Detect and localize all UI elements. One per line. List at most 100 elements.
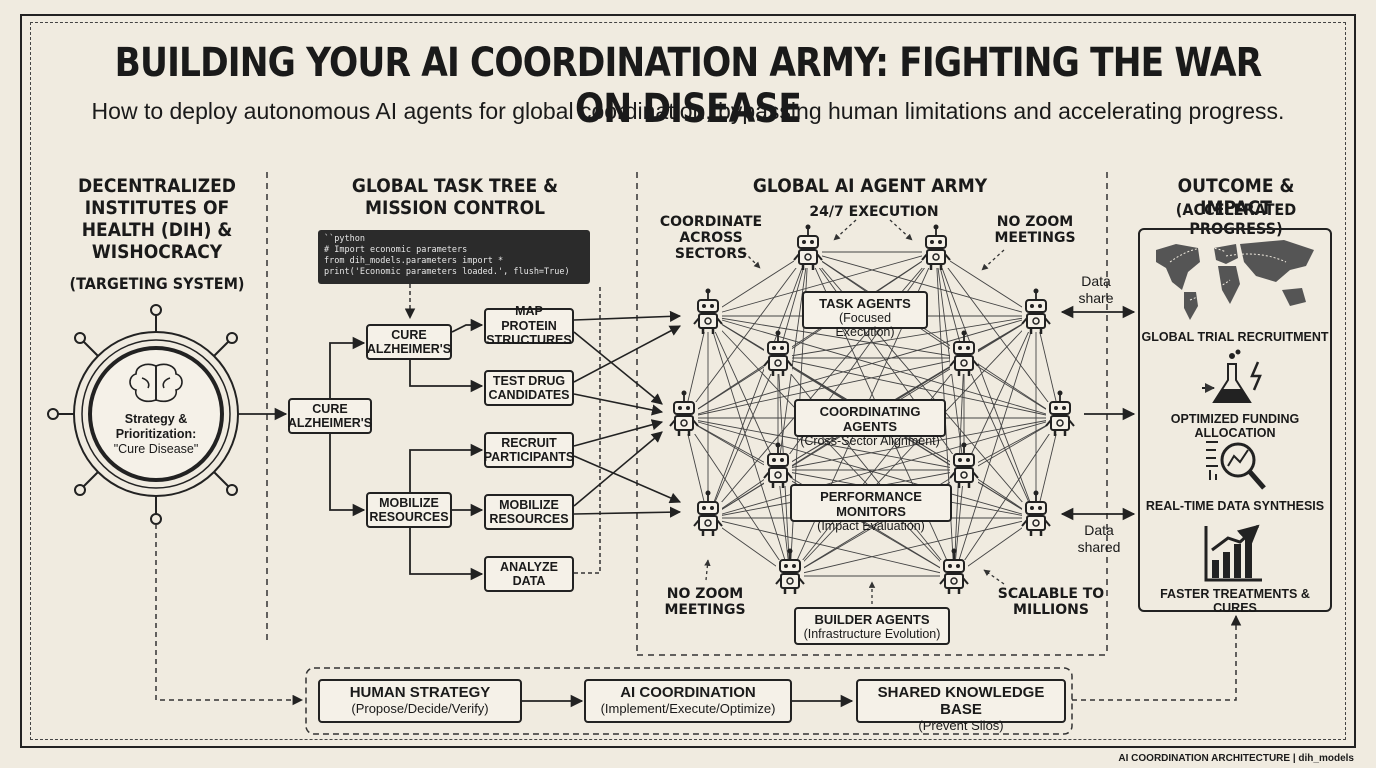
agent-link <box>707 315 955 577</box>
world-map-icon <box>1156 240 1314 320</box>
data-share-label: Data share <box>1078 273 1114 306</box>
strategy-text: Strategy & Prioritization: "Cure Disease… <box>100 412 212 457</box>
agent-link <box>952 469 965 577</box>
agent-link <box>707 251 809 317</box>
tree-leaf-node: MAP PROTEIN STRUCTURES <box>484 304 574 347</box>
label-scalable-to-millions: SCALABLE TO MILLIONS <box>997 586 1105 619</box>
agent-link <box>789 315 1037 577</box>
agent-link <box>777 357 1037 519</box>
agent-link <box>683 357 965 420</box>
agent-link <box>683 357 779 419</box>
page-subtitle: How to deploy autonomous AI agents for g… <box>91 98 1285 124</box>
code-snippet: ``python # Import economic parameters fr… <box>318 230 590 284</box>
shared-knowledge-box: SHARED KNOWLEDGE BASE (Prevent Silos) <box>856 679 1066 733</box>
agent-link <box>777 469 792 577</box>
performance-monitors-box: PERFORMANCE MONITORS (Impact Evaluation) <box>790 484 952 533</box>
agent-link <box>683 417 791 577</box>
flask-icon <box>1202 349 1262 403</box>
code-line: print('Economic parameters loaded.', flu… <box>324 267 570 277</box>
outcome-panel <box>1138 228 1332 612</box>
robot-icon <box>775 548 805 594</box>
agent-link <box>953 315 1037 577</box>
agent-link <box>707 251 937 318</box>
agent-link <box>683 251 809 419</box>
robot-icon <box>939 548 969 594</box>
builder-agents-box: BUILDER AGENTS (Infrastructure Evolution… <box>794 607 950 645</box>
agent-link <box>935 251 1037 317</box>
agent-link <box>953 417 1061 577</box>
inner-dashed-frame <box>30 22 1346 740</box>
tree-leaf-node: ANALYZE DATA <box>484 556 574 592</box>
agent-link <box>935 251 1037 519</box>
builder-agents-title: BUILDER AGENTS <box>814 612 930 627</box>
tree-leaf-node: MOBILIZE RESOURCES <box>484 494 574 530</box>
col4-heading: OUTCOME & IMPACT <box>1177 175 1295 219</box>
code-line: # Import economic parameters <box>324 245 468 255</box>
human-strategy-title: HUMAN STRATEGY <box>349 684 491 701</box>
outcome-item: OPTIMIZED FUNDING ALLOCATION <box>1170 412 1300 440</box>
robot-icon <box>1045 390 1075 436</box>
agent-link <box>777 357 1061 420</box>
agent-link <box>963 357 1037 519</box>
agent-link <box>707 417 1061 520</box>
agent-link <box>963 417 1061 471</box>
targeting-system <box>47 304 239 525</box>
outcome-item: REAL-TIME DATA SYNTHESIS <box>1145 499 1325 513</box>
strategy-line-3: "Cure Disease" <box>113 442 199 456</box>
task-agents-desc: (Focused Execution) <box>835 311 895 339</box>
performance-monitors-desc: (Impact Evaluation) <box>817 519 925 533</box>
agent-link <box>707 251 809 519</box>
agent-link <box>807 251 1061 419</box>
data-shared-label: Data shared <box>1077 522 1121 555</box>
shared-knowledge-desc: (Prevent Silos) <box>918 718 1004 733</box>
agent-link <box>789 357 965 577</box>
col2-heading: GLOBAL TASK TREE & MISSION CONTROL <box>351 175 559 219</box>
robot-icon <box>1021 490 1051 536</box>
agent-link <box>707 315 965 360</box>
robot-icons <box>669 224 1075 594</box>
agent-link <box>963 315 1037 471</box>
agent-link <box>789 517 1037 578</box>
coordinating-agents-title: COORDINATING AGENTS <box>819 404 921 434</box>
ai-coordination-title: AI COORDINATION <box>620 684 756 701</box>
outer-frame <box>20 14 1356 748</box>
agent-link <box>707 517 955 578</box>
builder-agents-desc: (Infrastructure Evolution) <box>803 627 941 641</box>
col3-heading: GLOBAL AI AGENT ARMY <box>752 175 988 197</box>
performance-monitors-title: PERFORMANCE MONITORS <box>820 489 922 519</box>
coordinating-agents-box: COORDINATING AGENTS (Cross-Sector Alignm… <box>794 399 946 448</box>
agent-link <box>777 417 1061 472</box>
outcome-item: FASTER TREATMENTS & CURES <box>1160 587 1310 615</box>
agent-link <box>777 357 955 577</box>
outcome-item: GLOBAL TRIAL RECRUITMENT <box>1141 330 1329 344</box>
col1-heading: DECENTRALIZED INSTITUTES OF HEALTH (DIH)… <box>77 175 237 263</box>
strategy-line-1: Strategy & <box>124 412 188 426</box>
human-strategy-box: HUMAN STRATEGY (Propose/Decide/Verify) <box>318 679 522 723</box>
robot-icon <box>763 442 793 488</box>
robot-icon <box>921 224 951 270</box>
shared-knowledge-title: SHARED KNOWLEDGE BASE <box>877 684 1045 718</box>
robot-icon <box>793 224 823 270</box>
robot-icon <box>949 442 979 488</box>
tree-root-node: CURE ALZHEIMER'S <box>288 398 372 434</box>
data-analysis-icon <box>1206 441 1266 490</box>
agent-link <box>683 417 965 472</box>
robot-icon <box>763 330 793 376</box>
agent-link <box>707 357 779 519</box>
ai-coordination-box: AI COORDINATION (Implement/Execute/Optim… <box>584 679 792 723</box>
growth-chart-icon <box>1204 524 1262 582</box>
agent-link <box>707 315 791 577</box>
code-line: ``python <box>324 234 365 244</box>
agent-link <box>683 417 1037 520</box>
col1-subheading: (TARGETING SYSTEM) <box>69 274 245 293</box>
robot-icon <box>693 288 723 334</box>
robot-icon <box>1021 288 1051 334</box>
label-no-zoom-meetings-top: NO ZOOM MEETINGS <box>994 214 1076 247</box>
task-agents-title: TASK AGENTS <box>819 296 911 311</box>
agent-link <box>683 315 1037 420</box>
tree-mid-node-cure: CURE ALZHEIMER'S <box>366 324 452 360</box>
agent-link <box>707 315 779 471</box>
task-agents-box: TASK AGENTS (Focused Execution) <box>802 291 928 339</box>
